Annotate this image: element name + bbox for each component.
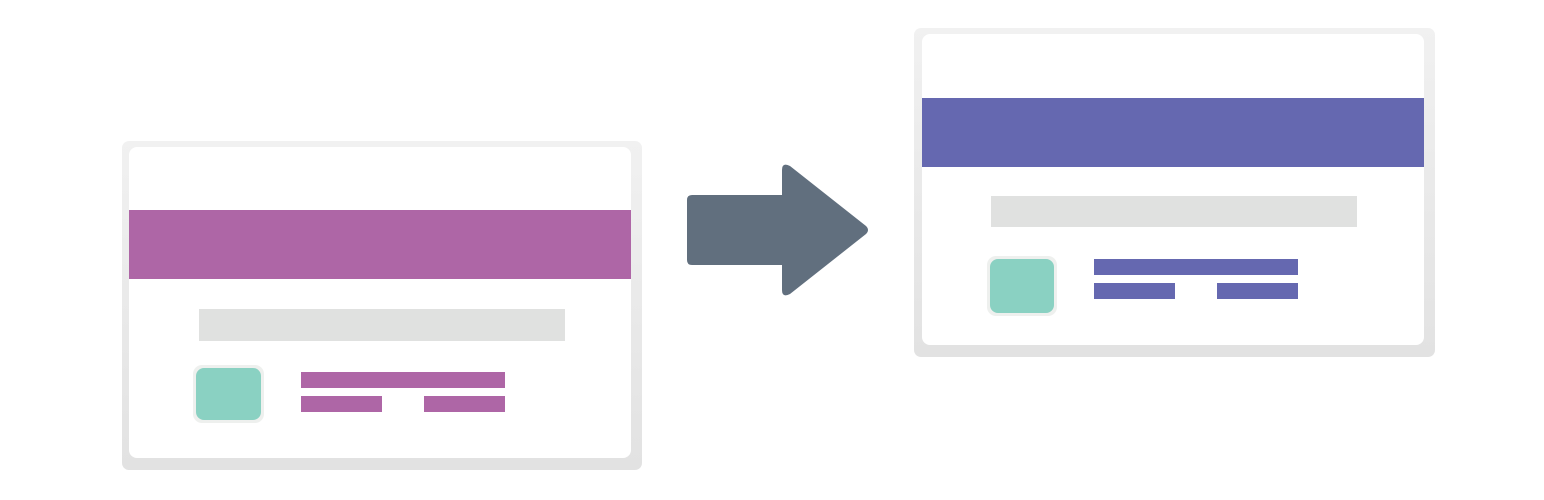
card-before-text-line-2 [301,396,382,412]
card-before-thumbnail-frame [193,365,264,423]
card-after-text-line-2 [1094,283,1175,299]
card-after-text-line-1 [1094,259,1298,275]
arrow-right-icon [687,164,868,296]
card-after-title-placeholder [991,196,1357,227]
card-after [914,28,1435,357]
card-before-text-line-1 [301,372,505,388]
card-after-banner [922,98,1424,167]
card-before-thumbnail [196,368,261,420]
card-before-banner [129,210,631,279]
card-after-text-line-3 [1217,283,1298,299]
card-after-thumbnail [990,259,1054,313]
card-before-body [129,147,631,458]
card-after-thumbnail-frame [987,256,1057,316]
card-before-title-placeholder [199,309,565,341]
card-after-body [922,34,1424,345]
card-before [122,141,642,470]
arrow-right-shape [687,164,868,296]
card-before-text-line-3 [424,396,505,412]
